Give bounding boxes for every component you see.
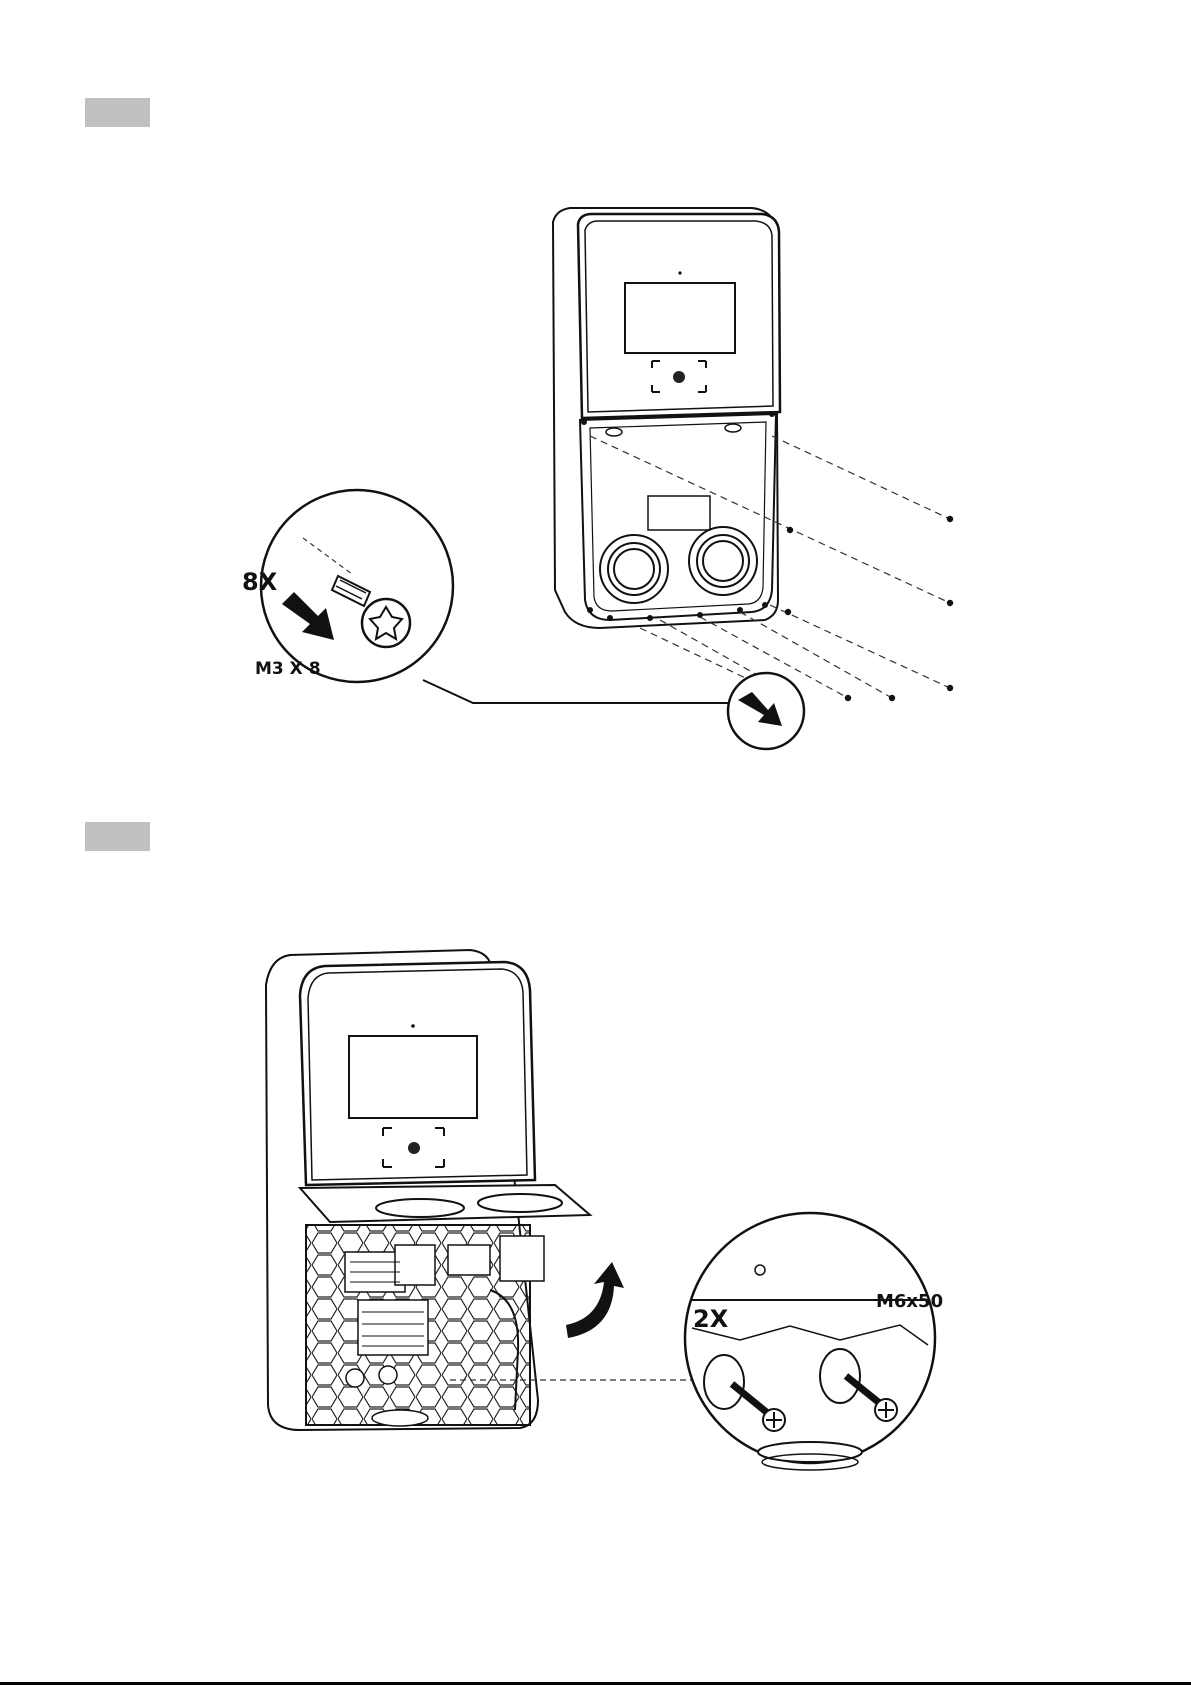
display-screen [625, 283, 735, 353]
charger-logo-icon [673, 371, 685, 383]
loose-screws [785, 516, 953, 703]
screw-count-label-2: 2X [693, 1305, 729, 1333]
lift-arrow-icon [566, 1262, 624, 1338]
screw-spec-label-2: M6x50 [876, 1291, 943, 1312]
mounting-detail-circle [685, 1213, 935, 1463]
charger-logo-icon-2 [408, 1142, 420, 1154]
step-1-figure: 8X M3 X 8 [242, 208, 953, 749]
display-screen-2 [349, 1036, 477, 1118]
screw-count-label: 8X [242, 568, 278, 596]
step-2-figure: 2X M6x50 [266, 950, 943, 1470]
screw-spec-label: M3 X 8 [255, 659, 321, 679]
